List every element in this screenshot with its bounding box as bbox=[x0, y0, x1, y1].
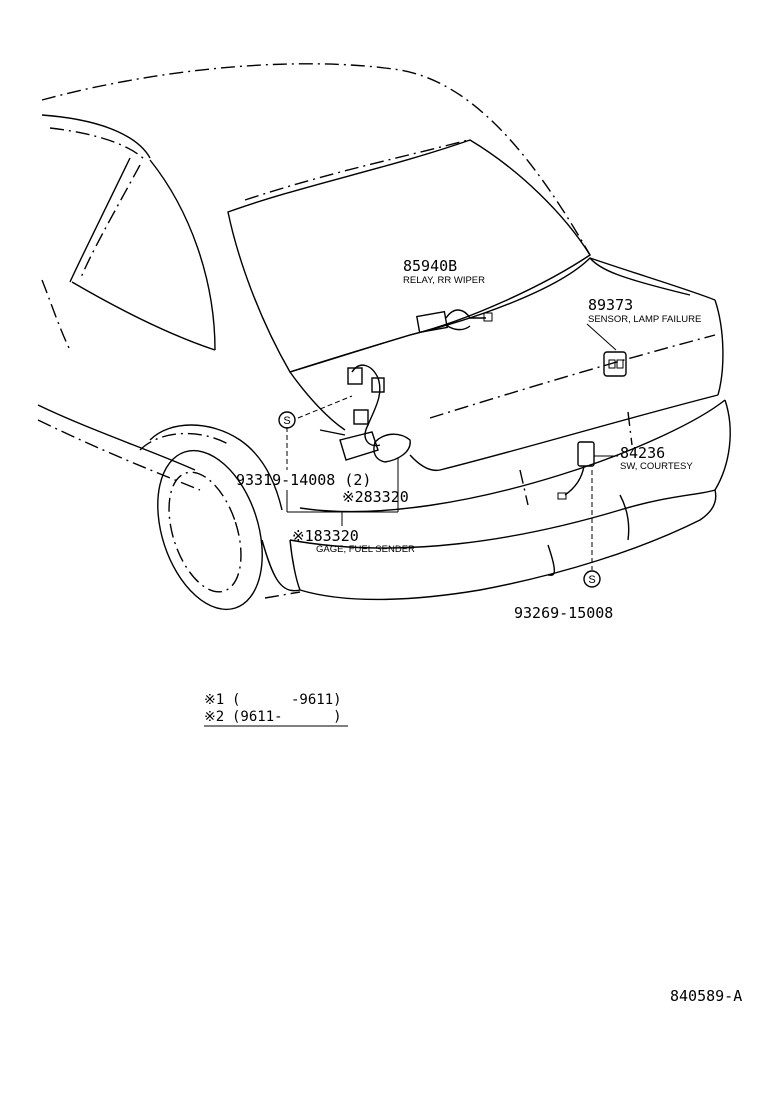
fuel-sender-harness bbox=[319, 364, 411, 463]
courtesy-switch-part bbox=[557, 441, 595, 500]
legend-range-1: ( -9611) bbox=[232, 692, 342, 708]
part-name-sensor-lamp-failure: SENSOR, LAMP FAILURE bbox=[588, 314, 701, 325]
part-number-93269-15008: 93269-15008 bbox=[514, 604, 613, 622]
screw-symbol-left: S bbox=[278, 411, 296, 429]
legend-mark-2: ※2 bbox=[204, 709, 224, 725]
leader-lines bbox=[286, 323, 618, 570]
part-name-gage-fuel-sender: GAGE, FUEL SENDER bbox=[316, 544, 415, 555]
lamp-failure-sensor-part bbox=[603, 351, 627, 377]
car-body-outline bbox=[37, 63, 731, 611]
legend-range-2: (9611- ) bbox=[232, 709, 342, 725]
drawing-id: 840589-A bbox=[670, 987, 742, 1005]
part-number-89373: 89373 bbox=[588, 296, 633, 314]
part-number-283320: ※283320 bbox=[342, 488, 409, 506]
relay-rr-wiper-part bbox=[416, 309, 493, 334]
part-number-183320: ※183320 bbox=[292, 527, 359, 545]
part-number-85940b: 85940B bbox=[403, 257, 457, 275]
part-number-93319-14008: 93319-14008 (2) bbox=[236, 471, 371, 489]
part-name-sw-courtesy: SW, COURTESY bbox=[620, 461, 693, 472]
model-range-legend: ※1 ( -9611) ※2 (9611- ) bbox=[204, 692, 348, 727]
part-name-relay-rr-wiper: RELAY, RR WIPER bbox=[403, 275, 485, 286]
svg-text:S: S bbox=[588, 574, 595, 586]
legend-mark-1: ※1 bbox=[204, 692, 224, 708]
part-number-84236: 84236 bbox=[620, 444, 665, 462]
screw-symbol-right: S bbox=[583, 570, 601, 588]
svg-text:S: S bbox=[283, 415, 290, 427]
